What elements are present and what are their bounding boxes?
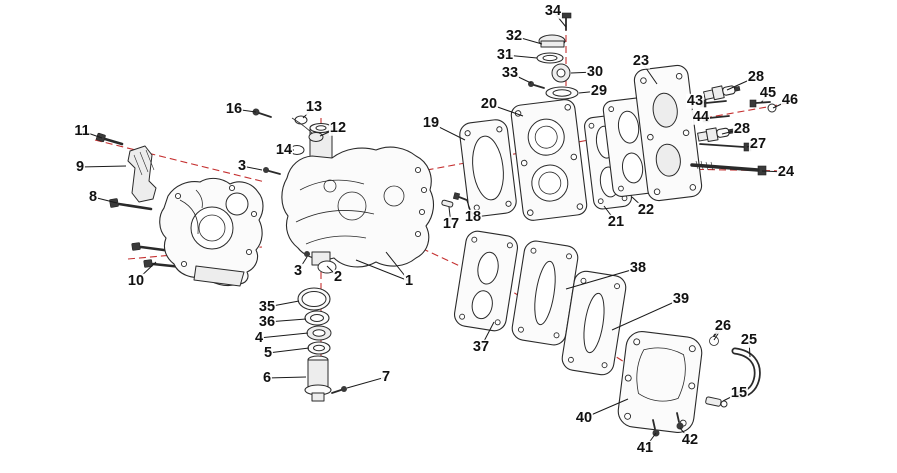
callout-leader-line <box>721 128 743 135</box>
callout-leader-line <box>233 108 257 113</box>
callout-leader-line <box>761 170 787 173</box>
bracket-9 <box>127 145 157 203</box>
callout-leader-line <box>726 76 757 91</box>
callout-leader-line <box>644 432 657 449</box>
callout-leader-line <box>488 103 524 117</box>
callout-leader-line <box>430 122 466 141</box>
callout-leader-line <box>552 10 567 28</box>
callout-leader-line <box>772 99 791 109</box>
callout-leader-line <box>448 206 452 225</box>
callout-leader-line <box>570 71 596 74</box>
callout-leader-line <box>258 332 309 339</box>
crank-lower-stack <box>297 251 347 402</box>
exhaust-outer-cover-40 <box>617 331 703 433</box>
callout-leader-line <box>266 300 300 308</box>
callout-leader-line <box>504 54 538 59</box>
callout-leader-line <box>319 127 339 137</box>
callout-leader-line <box>583 398 629 419</box>
callout-leader-line <box>266 318 307 323</box>
exhaust-gasket-37 <box>453 230 519 332</box>
callout-leader-line <box>713 325 724 341</box>
crankcase-half <box>159 177 264 287</box>
callout-leader-line <box>603 205 617 223</box>
screw-42 <box>676 412 684 430</box>
callout-leader-line <box>326 265 339 278</box>
callout-leader-line <box>346 376 387 389</box>
callout-leader-line <box>509 72 532 84</box>
callout-leader-line <box>694 100 706 104</box>
spark-plug-top <box>703 85 741 101</box>
oil-seal-parts <box>252 108 324 155</box>
callout-leader-line <box>578 90 600 94</box>
callout-leader-line <box>355 259 410 282</box>
callout-leader-line <box>640 60 658 85</box>
exhaust-gasket-39 <box>561 270 627 376</box>
callout-leader-line <box>302 106 315 119</box>
thermostat-assembly <box>528 12 579 100</box>
callout-leader-line <box>266 376 307 379</box>
callout-leader-line <box>760 92 769 104</box>
callout-leader-line <box>466 200 474 218</box>
callout-leader-line <box>480 321 495 348</box>
bolt-3-upper <box>263 167 281 175</box>
assembly-centerline <box>704 101 796 119</box>
callout-leader-line <box>565 267 639 290</box>
callout-leader-line <box>722 392 740 402</box>
callout-leader-line <box>631 196 647 211</box>
callout-leader-line <box>241 165 263 171</box>
callout-leader-line <box>267 347 310 354</box>
callout-leader-line <box>135 261 157 282</box>
exhaust-inner-plate-38 <box>511 240 579 346</box>
callout-leader-line <box>81 130 103 139</box>
callout-leader-line <box>611 298 682 331</box>
callout-leader-line <box>92 196 118 204</box>
bolt-45-washer-46 <box>749 99 777 113</box>
callout-leader-line <box>700 116 709 119</box>
callout-leader-line <box>746 143 759 148</box>
callout-leader-line <box>748 339 751 358</box>
head-gasket-19 <box>459 119 517 217</box>
bolt-8 <box>109 198 153 211</box>
callout-leader-line <box>79 165 127 168</box>
head-cover-23 <box>633 64 703 202</box>
cylinder-head-20 <box>510 99 588 221</box>
callout-leader-line <box>297 256 308 272</box>
callout-leader-line <box>679 427 691 441</box>
callout-leader-line <box>513 35 543 45</box>
assembly-centerline <box>94 139 266 183</box>
bolt-24 <box>690 160 767 176</box>
